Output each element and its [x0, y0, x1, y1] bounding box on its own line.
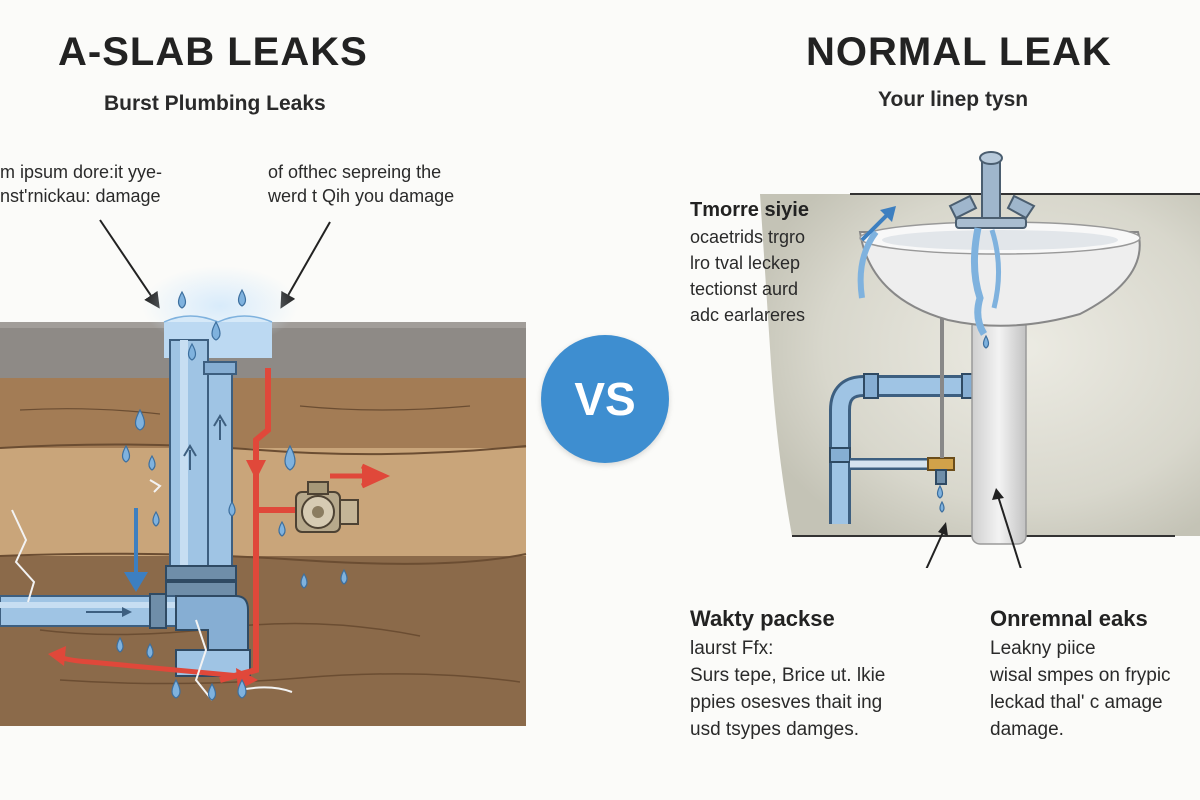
- side-note-line: lro tval leckep: [690, 253, 801, 273]
- bottom-left-line: Surs tepe, Brice ut. lkie: [690, 665, 886, 686]
- right-title: NORMAL LEAK: [806, 30, 1112, 74]
- water-drop-icon: [116, 288, 348, 701]
- red-arrow-icon: [246, 460, 266, 480]
- left-callout-right: of ofthec sepreing the werd t Qih you da…: [268, 160, 454, 208]
- left-callout-left: m ipsum dore:it yye- nst'rnickau: damage: [0, 160, 162, 208]
- red-arrow-icon: [330, 463, 391, 489]
- crack-icon: [194, 619, 213, 701]
- side-note-line: tectionst aurd: [690, 279, 799, 299]
- vs-badge: VS: [541, 335, 669, 463]
- crack-icon: [11, 509, 36, 603]
- callout-line: werd t Qih you damage: [268, 186, 455, 206]
- bottom-right-heading: Onremnal eaks: [990, 606, 1148, 631]
- right-bottom-right: Onremnal eaks Leakny piice wisal smpes o…: [990, 603, 1171, 743]
- callout-line: of ofthec sepreing the: [268, 162, 442, 182]
- sink-leak-illustration: [760, 151, 1200, 568]
- left-subtitle: Burst Plumbing Leaks: [104, 92, 326, 115]
- right-side-note: Tmorre siyie ocaetrids trgro lro tval le…: [690, 196, 809, 328]
- callout-line: m ipsum dore:it yye-: [0, 162, 163, 182]
- side-note-heading: Tmorre siyie: [690, 199, 809, 221]
- soil-lower: [0, 556, 526, 726]
- water-drop-icon: [936, 334, 990, 513]
- pointer-arrow-left: [925, 529, 945, 568]
- bottom-right-line: Leakny piice: [990, 638, 1096, 659]
- bottom-right-line: leckad thal' c amage: [990, 692, 1163, 713]
- blue-arrow-icon: [860, 210, 892, 242]
- valve-icon: [295, 481, 359, 533]
- side-note-line: ocaetrids trgro: [690, 227, 806, 247]
- right-bottom-left: Wakty packse laurst Ffx: Surs tepe, Bric…: [690, 603, 885, 743]
- bottom-left-line: laurst Ffx:: [690, 638, 774, 659]
- right-subtitle: Your linep tysn: [878, 88, 1029, 111]
- side-note-line: adc earlareres: [690, 305, 806, 325]
- callout-line: nst'rnickau: damage: [0, 186, 161, 206]
- slab-leak-illustration: [0, 219, 527, 726]
- faucet-icon: [948, 151, 1036, 229]
- bottom-right-line: wisal smpes on frypic: [990, 665, 1171, 686]
- left-title: A-SLAB LEAKS: [58, 30, 368, 74]
- water-stream: [970, 227, 988, 336]
- bottom-left-line: usd tsypes damges.: [690, 719, 859, 740]
- pedestal-column: [971, 317, 1027, 545]
- bottom-left-heading: Wakty packse: [690, 606, 835, 631]
- bottom-right-line: damage.: [990, 719, 1064, 740]
- pointer-arrow-right: [997, 495, 1022, 568]
- bottom-left-line: ppies osesves thait ing: [690, 692, 883, 713]
